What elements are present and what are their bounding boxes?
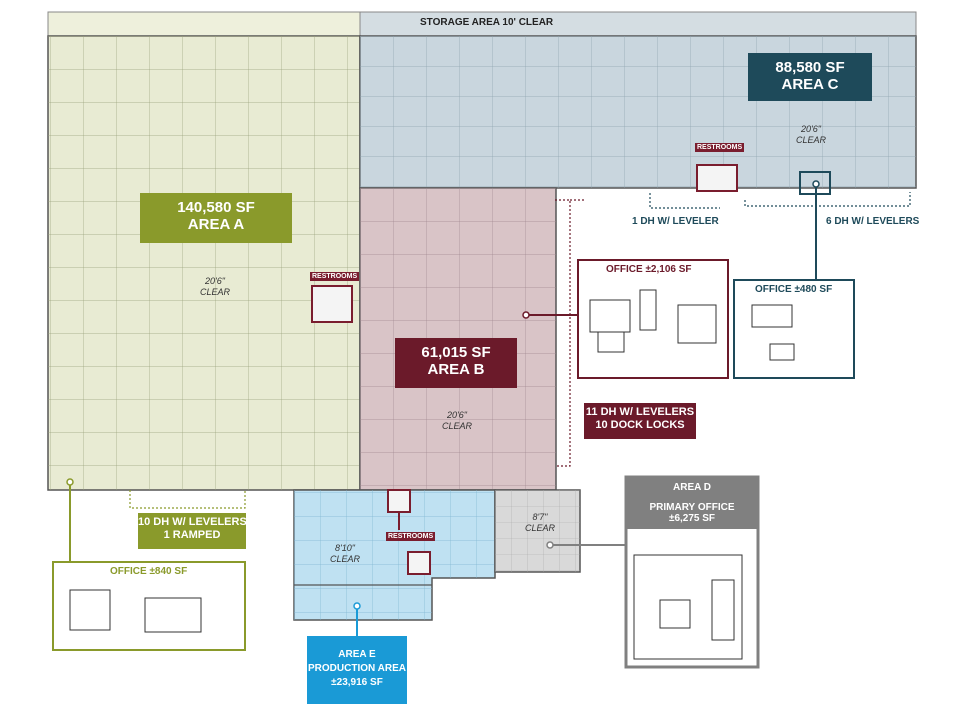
restrooms-label-a: RESTROOMS — [310, 272, 360, 281]
dock-label-c-levelers: 6 DH W/ LEVELERS — [826, 216, 920, 227]
office-a-box — [52, 561, 246, 651]
area-d-clear-height: 8'7" — [532, 512, 548, 522]
dock-label-a-line1: 10 DH W/ LEVELERS — [138, 516, 247, 528]
area-e-sub2: ±23,916 SF — [331, 677, 383, 688]
dock-label-b-line2: 10 DOCK LOCKS — [595, 418, 685, 431]
area-b-clear: 20'6" CLEAR — [432, 410, 482, 432]
area-c-name: AREA C — [781, 76, 839, 94]
dock-label-b-line1: 11 DH W/ LEVELERS — [585, 406, 695, 418]
area-d-clear: 8'7" CLEAR — [520, 512, 560, 534]
area-a-clear-height: 20'6" — [205, 276, 225, 286]
office-a-title: OFFICE ±840 SF — [110, 566, 188, 577]
area-a-label: 140,580 SF AREA A — [140, 193, 292, 243]
area-e-sub1: PRODUCTION AREA — [308, 663, 406, 674]
area-d-sub2: ±6,275 SF — [668, 513, 716, 524]
area-a-sf: 140,580 SF — [177, 199, 255, 216]
restroom-marker-e2 — [407, 551, 431, 575]
area-c-clear-height: 20'6" — [801, 124, 821, 134]
area-b-clear-height: 20'6" — [447, 410, 467, 420]
dock-label-b: 11 DH W/ LEVELERS 10 DOCK LOCKS — [584, 403, 696, 439]
area-b-sf: 61,015 SF — [421, 344, 491, 361]
area-c-sf: 88,580 SF — [775, 59, 845, 76]
restroom-marker-c — [696, 164, 738, 192]
area-c-clear: 20'6" CLEAR — [786, 124, 836, 146]
area-c-clear-word: CLEAR — [795, 134, 826, 145]
dock-label-c-leveler: 1 DH W/ LEVELER — [632, 216, 719, 227]
area-d-sub1: PRIMARY OFFICE — [649, 501, 735, 513]
area-c-label: 88,580 SF AREA C — [748, 53, 872, 101]
area-e-clear: 8'10" CLEAR — [320, 543, 370, 565]
area-d-clear-word: CLEAR — [524, 522, 555, 533]
area-b-label: 61,015 SF AREA B — [395, 338, 517, 388]
office-b-title: OFFICE ±2,106 SF — [606, 264, 692, 275]
restroom-marker-e1 — [387, 489, 411, 513]
dock-label-a-line2: 1 RAMPED — [163, 528, 221, 541]
office-c-box — [733, 279, 855, 379]
storage-area-label: STORAGE AREA 10' CLEAR — [420, 17, 554, 28]
area-e-label: AREA E PRODUCTION AREA ±23,916 SF — [307, 636, 407, 704]
restrooms-label-c: RESTROOMS — [695, 143, 745, 152]
office-b-box — [577, 259, 729, 379]
office-c-title: OFFICE ±480 SF — [755, 284, 833, 295]
restrooms-label-e: RESTROOMS — [386, 532, 436, 541]
area-d-label: AREA D PRIMARY OFFICE ±6,275 SF — [626, 477, 758, 529]
area-a-name: AREA A — [187, 216, 245, 234]
area-a-clear: 20'6" CLEAR — [190, 276, 240, 298]
area-e-title: AREA E — [338, 649, 376, 660]
area-b-clear-word: CLEAR — [441, 420, 472, 431]
area-e-clear-height: 8'10" — [335, 543, 355, 553]
area-a-clear-word: CLEAR — [199, 286, 230, 297]
area-e-clear-word: CLEAR — [329, 553, 360, 564]
area-d-title: AREA D — [673, 482, 711, 493]
area-b-name: AREA B — [427, 361, 485, 379]
restroom-marker-a — [311, 285, 353, 323]
dock-label-a: 10 DH W/ LEVELERS 1 RAMPED — [138, 513, 247, 549]
